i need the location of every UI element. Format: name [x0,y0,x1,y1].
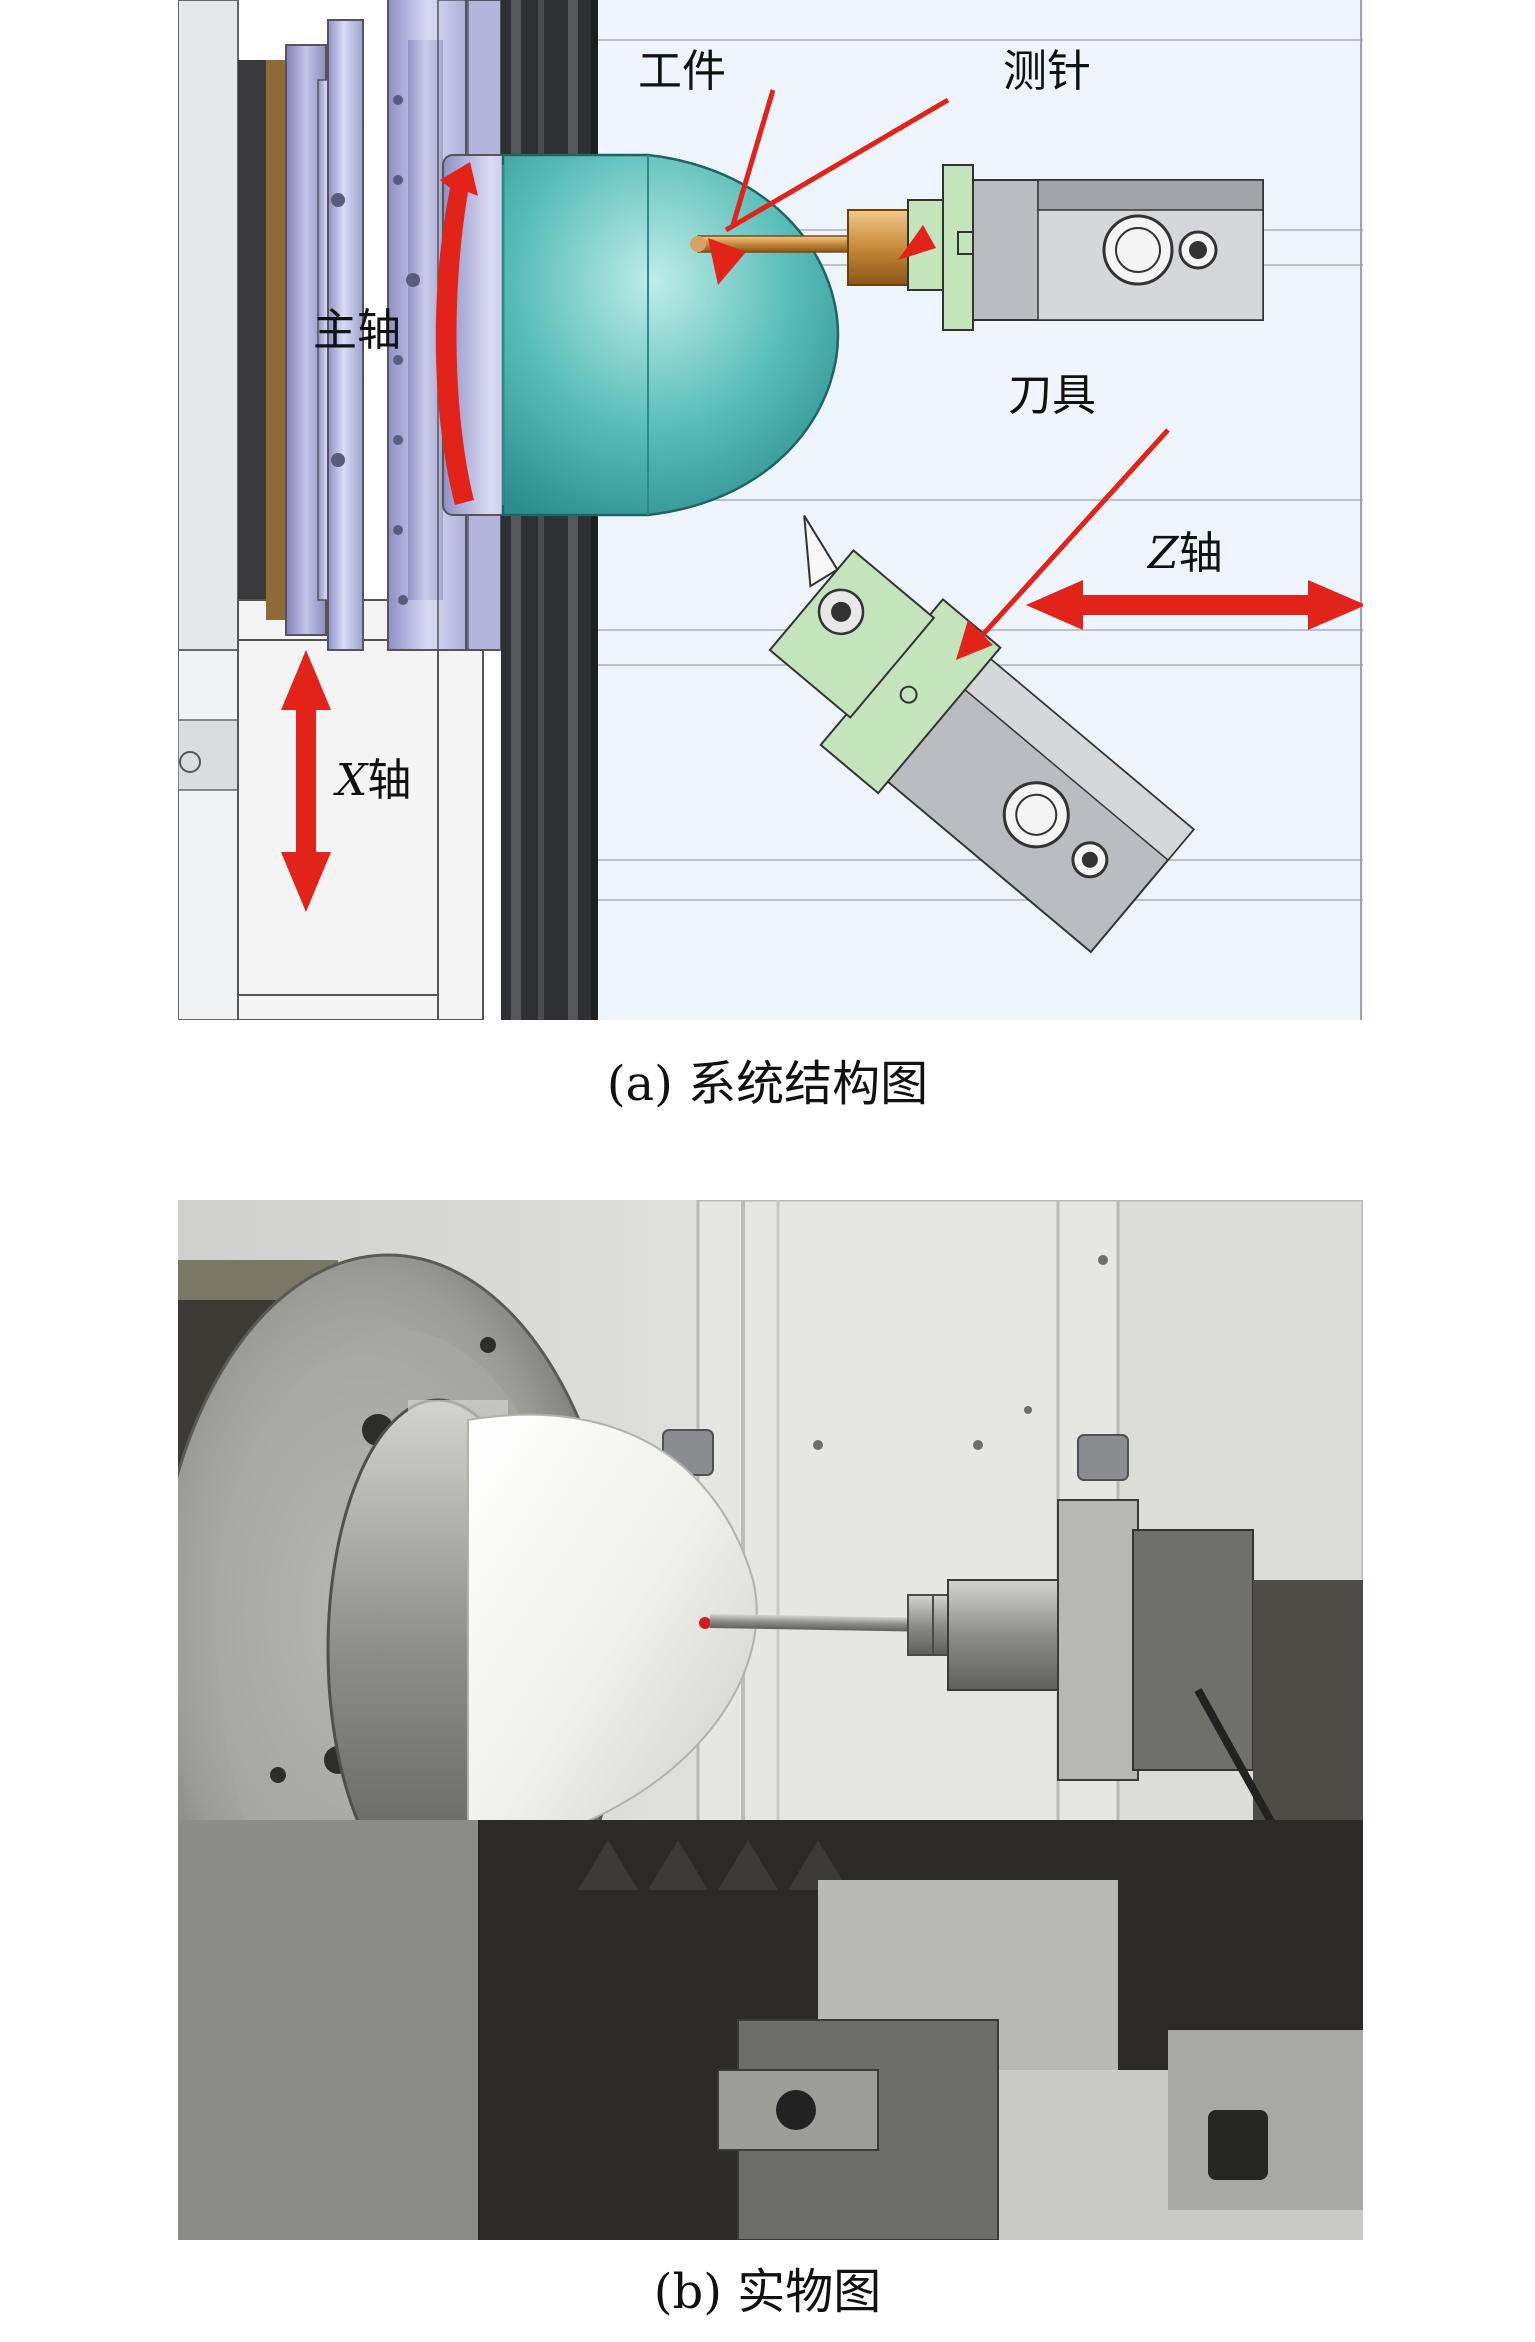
label-x-axis: X轴 [333,755,411,806]
x-axis-arrow [281,650,331,912]
label-spindle: 主轴 [313,305,401,356]
z-axis-suffix: 轴 [1179,528,1223,579]
label-probe: 测针 [1003,46,1091,97]
rotation-arrow [435,162,478,505]
caption-b: (b) 实物图 [653,2264,882,2320]
label-z-axis: Z轴 [1146,528,1223,579]
x-axis-letter: X [333,755,369,806]
structure-diagram: 工件 测针 主轴 刀具 Z轴 X轴 [178,0,1363,1020]
caption-a: (a) 系统结构图 [606,1056,929,1112]
z-axis-letter: Z [1146,528,1180,579]
label-arrows [724,89,1170,642]
label-workpiece: 工件 [638,46,726,97]
x-axis-suffix: 轴 [367,755,411,806]
z-axis-arrow [1026,580,1363,630]
structure-diagram-svg: 工件 测针 主轴 刀具 Z轴 X轴 [178,0,1363,1020]
tool-assembly [768,515,1196,954]
photo-svg [178,1200,1363,2240]
photo [178,1200,1363,2240]
background-area [598,0,1363,1020]
label-tool: 刀具 [1008,370,1096,421]
